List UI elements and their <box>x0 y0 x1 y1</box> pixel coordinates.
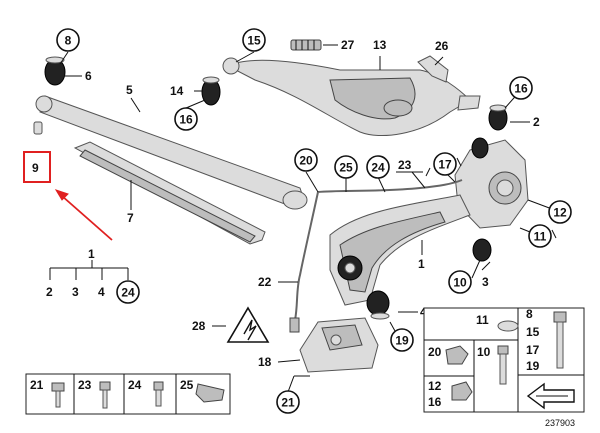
callout-5: 5 <box>126 83 133 97</box>
callout-circle-17 <box>433 152 457 176</box>
callout-2: 2 <box>533 115 540 129</box>
bushing-3 <box>472 238 492 262</box>
callout-15: 15 <box>247 34 261 48</box>
callout-19: 19 <box>395 334 409 348</box>
hw-10: 10 <box>477 345 491 359</box>
part-27 <box>290 39 322 51</box>
callout-14: 14 <box>170 84 184 98</box>
callout-11: 11 <box>534 230 547 244</box>
callout-circle-15 <box>242 28 266 52</box>
callout-circle-25 <box>334 155 358 179</box>
callout-20: 20 <box>299 154 313 168</box>
callout-6: 6 <box>85 69 92 83</box>
group-callout-3: 3 <box>72 285 79 299</box>
hw-11: 11 <box>476 313 489 327</box>
group-callout-circle-24 <box>116 280 140 304</box>
callout-circle-16a <box>174 107 198 131</box>
hw-19: 19 <box>526 359 540 373</box>
hw-23: 23 <box>78 378 92 392</box>
callout-18: 18 <box>258 355 272 369</box>
callout-24: 24 <box>371 161 385 175</box>
callout-25: 25 <box>339 161 353 175</box>
callout-26: 26 <box>435 39 449 53</box>
hw-8: 8 <box>526 307 533 321</box>
wheel-carrier <box>454 137 529 229</box>
callout-circle-24 <box>366 155 390 179</box>
rod-5 <box>35 95 308 210</box>
callout-16a: 16 <box>179 113 193 127</box>
callout-17: 17 <box>438 158 452 172</box>
lower-control-arm-1 <box>329 194 471 306</box>
bracket-18 <box>299 317 379 373</box>
bushing-6 <box>44 56 66 86</box>
callout-circle-10 <box>448 270 472 294</box>
upper-control-arm-13 <box>222 57 481 137</box>
hw-20: 20 <box>428 345 442 359</box>
callout-circle-19 <box>390 328 414 352</box>
callout-3: 3 <box>482 275 489 289</box>
hw-17: 17 <box>526 343 540 357</box>
callout-22: 22 <box>258 275 272 289</box>
callout-10: 10 <box>453 276 467 290</box>
esd-warning-icon <box>226 306 270 343</box>
callout-circle-12 <box>548 200 572 224</box>
hardware-boxes-left: 21 23 24 25 <box>25 373 231 415</box>
callout-circle-16b <box>509 76 533 100</box>
callout-9: 9 <box>32 161 39 175</box>
group-callout-24: 24 <box>121 286 135 300</box>
callout-23: 23 <box>398 158 412 172</box>
callout-27: 27 <box>341 38 355 52</box>
hw-24: 24 <box>128 378 142 392</box>
bushing-16-right <box>488 104 508 131</box>
sensor-cable-22 <box>289 179 463 333</box>
bushing-14 <box>201 76 221 106</box>
callout-21: 21 <box>281 396 295 410</box>
bushing-4 <box>366 290 390 320</box>
callout-7: 7 <box>127 211 134 225</box>
hw-16: 16 <box>428 395 442 409</box>
callout-circle-20 <box>294 148 318 172</box>
callouts: 8 6 5 9 7 14 16 15 27 13 26 16 2 20 25 2… <box>32 28 572 414</box>
callout-1: 1 <box>418 257 425 271</box>
protector-plate-7 <box>73 141 266 245</box>
diagram-number: 237903 <box>545 418 575 428</box>
callout-8: 8 <box>65 34 72 48</box>
callout-circle-21 <box>276 390 300 414</box>
group-callout-2: 2 <box>46 285 53 299</box>
callout-13: 13 <box>373 38 387 52</box>
group-callout-1: 1 <box>88 247 95 261</box>
highlight-marker <box>23 151 113 241</box>
part-26 <box>417 55 449 83</box>
group-callout-4: 4 <box>98 285 105 299</box>
hw-25: 25 <box>180 378 194 392</box>
callout-circle-8 <box>56 28 80 52</box>
callout-16b: 16 <box>514 82 528 96</box>
hardware-table-right: 11 20 10 12 16 8 15 17 19 <box>423 307 585 413</box>
hw-12: 12 <box>428 379 442 393</box>
callout-28: 28 <box>192 319 206 333</box>
callout-circle-11 <box>528 224 552 248</box>
hw-21: 21 <box>30 378 44 392</box>
callout-12: 12 <box>553 206 567 220</box>
bolt-9 <box>33 121 43 135</box>
hw-15: 15 <box>526 325 540 339</box>
